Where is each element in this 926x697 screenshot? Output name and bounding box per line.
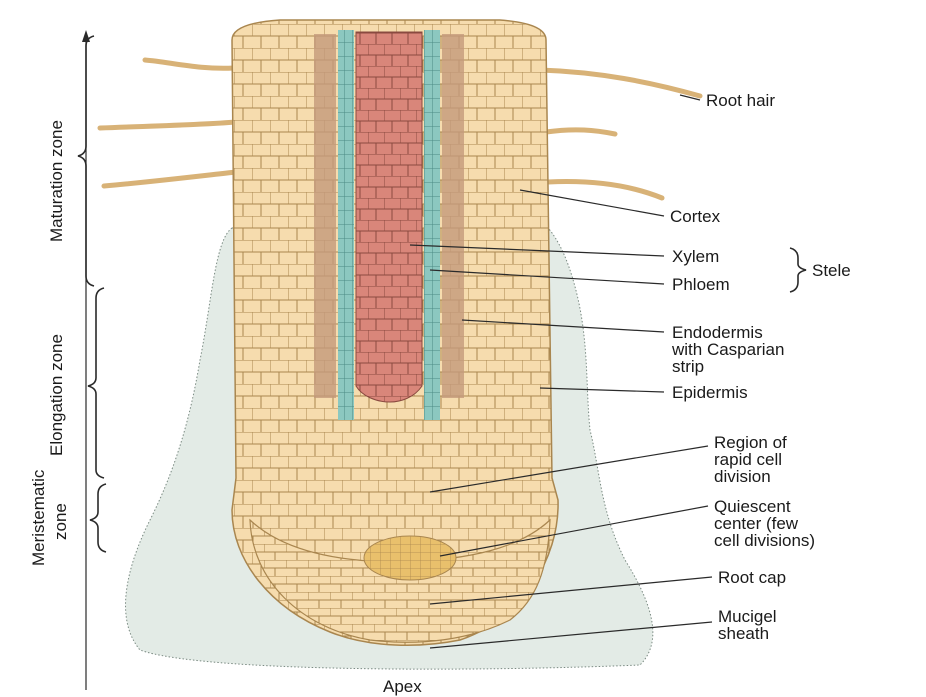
leader-mucigel [429, 621, 713, 649]
zone-maturation: Maturation zone [47, 120, 66, 242]
leader-cortex [519, 189, 665, 217]
label-mucigel-2: sheath [718, 624, 769, 643]
zone-meristematic-1: Meristematic [29, 469, 48, 566]
label-mucigel-1: Mucigel [718, 607, 777, 626]
label-quiescent-1: Quiescent [714, 497, 791, 516]
root-hair-3 [101, 169, 239, 189]
label-quiescent-2: center (few [714, 514, 799, 533]
label-rapid-3: division [714, 467, 771, 486]
stele-brace [789, 247, 807, 293]
meristematic-brace [89, 483, 107, 553]
zone-axis-arrow [82, 30, 90, 42]
label-stele: Stele [812, 261, 851, 280]
leader-phloem [429, 269, 665, 285]
phloem-right [424, 30, 440, 420]
leader-epidermis [539, 387, 665, 393]
label-phloem: Phloem [672, 275, 730, 294]
root-hair-1 [142, 57, 237, 71]
inner-cortex-right [442, 34, 464, 398]
phloem-left [338, 30, 354, 420]
label-xylem: Xylem [672, 247, 719, 266]
leader-endodermis [461, 319, 665, 333]
label-endodermis-1: Endodermis [672, 323, 763, 342]
root-hair-5 [543, 127, 618, 137]
quiescent-center [363, 535, 457, 581]
elongation-brace [87, 287, 105, 479]
leader-rapid-division [429, 445, 709, 493]
leader-root-hair [679, 94, 701, 101]
label-cortex: Cortex [670, 207, 721, 226]
label-apex: Apex [383, 677, 422, 696]
root-hair-6 [545, 179, 665, 201]
label-rapid-2: rapid cell [714, 450, 782, 469]
label-quiescent-3: cell divisions) [714, 531, 815, 550]
leader-root-cap [429, 576, 713, 605]
inner-cortex-left [314, 34, 336, 398]
leader-xylem [409, 244, 665, 257]
maturation-brace [77, 35, 95, 287]
root-hair-2 [97, 119, 239, 131]
label-root-cap: Root cap [718, 568, 786, 587]
xylem [355, 31, 423, 403]
root-hair-4 [537, 67, 703, 99]
label-endodermis-2: with Casparian [671, 340, 784, 359]
label-rapid-1: Region of [714, 433, 787, 452]
label-epidermis: Epidermis [672, 383, 748, 402]
zone-elongation: Elongation zone [47, 334, 66, 456]
zone-meristematic-2: zone [51, 503, 70, 540]
label-endodermis-3: strip [672, 357, 704, 376]
label-root-hair: Root hair [706, 91, 775, 110]
leader-quiescent [439, 505, 709, 557]
